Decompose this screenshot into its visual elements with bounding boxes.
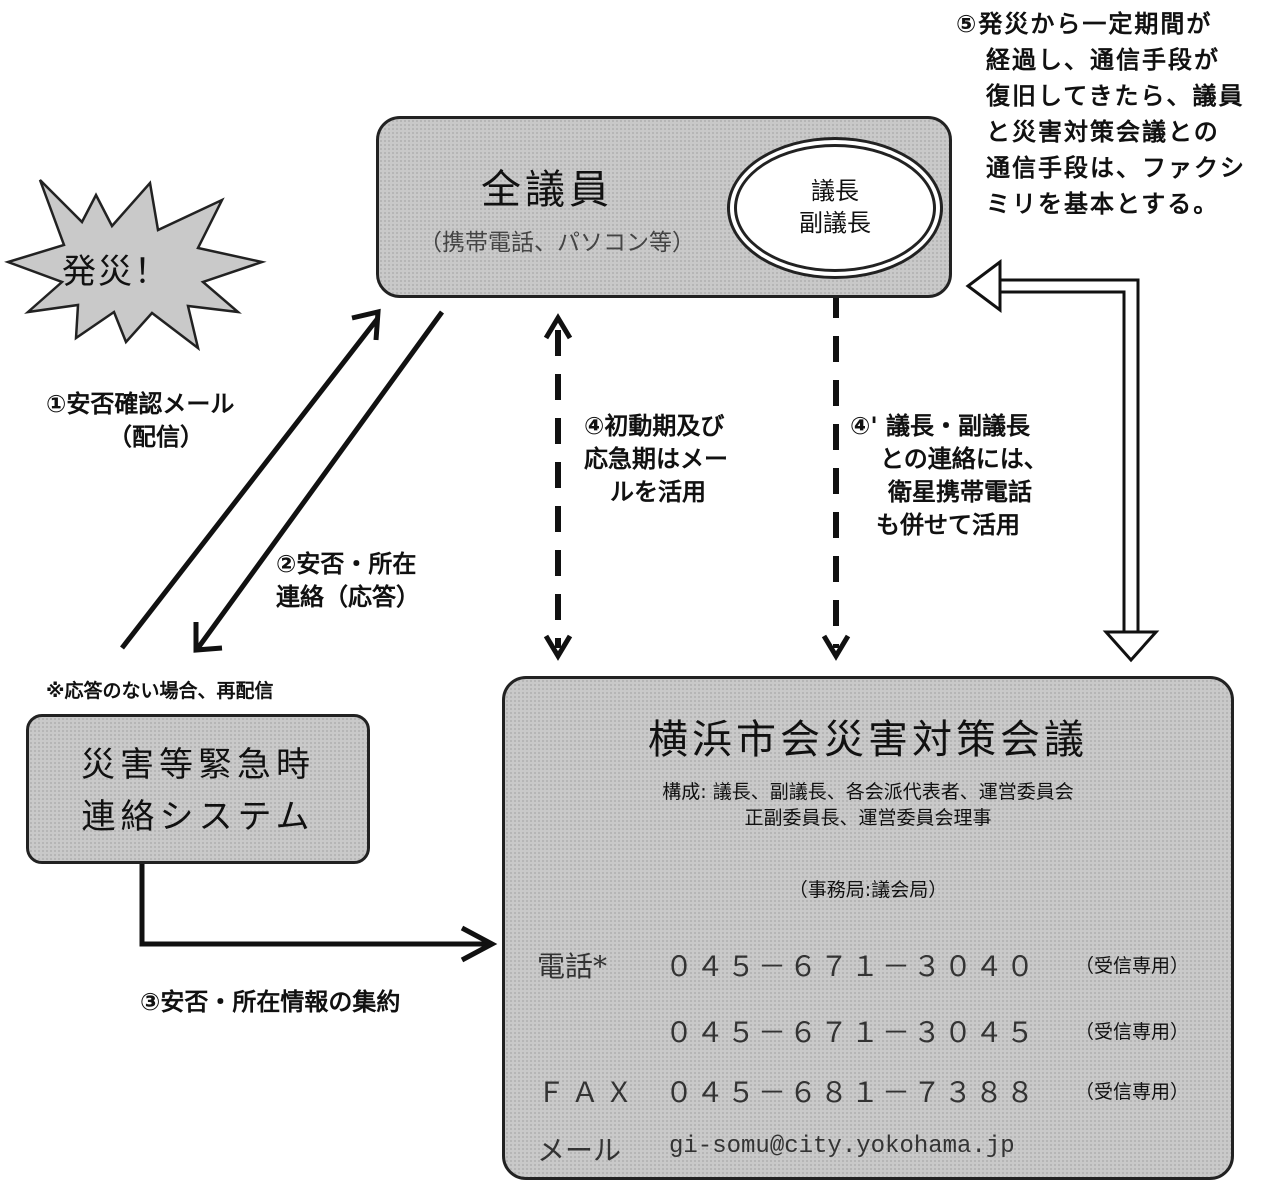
secretariat: （事務局:議会局） (788, 879, 948, 901)
all-members-title: 全議員 (481, 167, 613, 213)
council-title: 横浜市会災害対策会議 (648, 717, 1088, 763)
arrow-aggregate (139, 858, 488, 947)
receive-only-3: （受信専用） (1075, 1081, 1190, 1103)
step5-label: ⑤発災から一定期間が 経過し、通信手段が 復旧してきたら、議員 と災害対策会議と… (956, 6, 1246, 222)
disaster-label: 発災！ (62, 252, 170, 292)
composition-line2: 正副委員長、運営委員会理事 (744, 807, 992, 829)
step5-line4: と災害対策会議との (986, 118, 1220, 146)
no-response-note: ※応答のない場合、再配信 (46, 680, 274, 702)
receive-only-2: （受信専用） (1075, 1021, 1190, 1043)
step2-line2: 連絡（応答） (276, 583, 420, 611)
arrow-send-mail (120, 316, 380, 650)
phone-number-1: ０４５－６７１－３０４０ (665, 950, 1038, 983)
chair-vicechair-ellipse: 議長 副議長 (734, 144, 936, 272)
council-box: 横浜市会災害対策会議 構成: 議長、副議長、各会派代表者、運営委員会 正副委員長… (502, 676, 1234, 1180)
step1-line2: （配信） (108, 423, 204, 451)
burst-shape (4, 179, 267, 352)
step4-line1: ④初動期及び (584, 412, 725, 440)
step4prime-line2: との連絡には、 (880, 445, 1048, 473)
mail-address: gi-somu@city.yokohama.jp (669, 1133, 1015, 1160)
all-members-subtitle: （携帯電話、パソコン等） (419, 230, 695, 256)
step5-line3: 復旧してきたら、議員 (986, 82, 1245, 110)
emergency-system-box: 災害等緊急時 連絡システム (26, 714, 370, 864)
step2-line1: ②安否・所在 (276, 550, 417, 578)
step5-line1: ⑤発災から一定期間が (956, 10, 1213, 38)
receive-only-1: （受信専用） (1075, 955, 1190, 977)
step4prime-label: ④' 議長・副議長 との連絡には、 衛星携帯電話 も併せて活用 (850, 410, 1048, 542)
step5-line6: ミリを基本とする。 (986, 190, 1220, 218)
step4-label: ④初動期及び 応急期はメー ルを活用 (584, 410, 728, 509)
mail-label: メール (537, 1134, 622, 1167)
step2-label: ②安否・所在 連絡（応答） (276, 548, 420, 614)
step1-label: ①安否確認メール （配信） (46, 388, 234, 454)
composition-line1: 構成: 議長、副議長、各会派代表者、運営委員会 (662, 781, 1074, 803)
arrow-reply (195, 310, 445, 650)
fax-number: ０４５－６８１－７３８８ (665, 1076, 1038, 1109)
system-line1: 災害等緊急時 (81, 745, 315, 785)
phone-number-2: ０４５－６７１－３０４５ (665, 1016, 1038, 1049)
arrow-fax-hollow (965, 259, 1160, 663)
step5-line5: 通信手段は、ファクシ (986, 154, 1246, 182)
step3-label: ③安否・所在情報の集約 (140, 988, 401, 1016)
system-line2: 連絡システム (81, 797, 315, 837)
fax-label: ＦＡＸ (537, 1076, 640, 1109)
step4-line2: 応急期はメー (584, 445, 728, 473)
vicechair-label: 副議長 (799, 209, 871, 237)
step4prime-line3: 衛星携帯電話 (888, 478, 1032, 506)
step4prime-line4: も併せて活用 (876, 511, 1020, 539)
step4prime-line1: ④' 議長・副議長 (850, 412, 1031, 440)
step1-line1: ①安否確認メール (46, 390, 235, 418)
step4-line3: ルを活用 (610, 478, 706, 506)
step5-line2: 経過し、通信手段が (986, 46, 1220, 74)
chair-label: 議長 (811, 177, 859, 205)
phone-label: 電話* (537, 950, 608, 983)
